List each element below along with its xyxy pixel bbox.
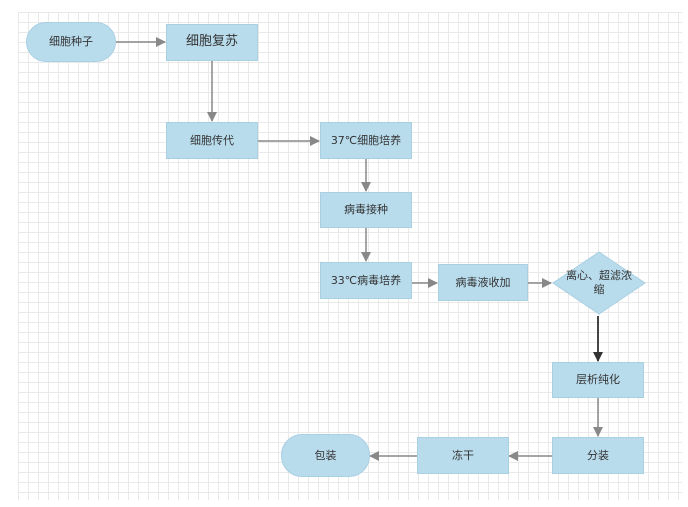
node-centrifuge-concentrate[interactable]: 离心、超滤浓缩 (552, 251, 646, 315)
node-packaging-label: 包装 (314, 448, 337, 462)
node-cell-seed-label: 细胞种子 (49, 35, 93, 49)
node-packaging[interactable]: 包装 (281, 434, 370, 477)
node-dispense-label: 分装 (587, 448, 609, 462)
node-freeze-dry[interactable]: 冻干 (417, 437, 509, 474)
node-virus-culture-33[interactable]: 33℃病毒培养 (320, 262, 412, 299)
node-virus-harvest[interactable]: 病毒液收加 (438, 264, 528, 301)
node-culture-37-label: 37℃细胞培养 (330, 133, 402, 147)
node-virus-inoculation-label: 病毒接种 (344, 203, 388, 217)
node-cell-seed[interactable]: 细胞种子 (26, 22, 116, 62)
node-virus-inoculation[interactable]: 病毒接种 (320, 192, 412, 228)
node-dispense[interactable]: 分装 (552, 437, 644, 474)
node-chromatography[interactable]: 层析纯化 (552, 362, 644, 398)
node-virus-harvest-label: 病毒液收加 (455, 275, 511, 289)
node-cell-passage-label: 细胞传代 (190, 133, 234, 147)
node-cell-passage[interactable]: 细胞传代 (166, 122, 258, 159)
decision-diamond-shape (552, 251, 646, 315)
node-cell-revival[interactable]: 细胞复苏 (166, 24, 258, 61)
diagram-canvas (18, 12, 682, 500)
node-cell-revival-label: 细胞复苏 (185, 34, 238, 50)
node-freeze-dry-label: 冻干 (452, 448, 474, 462)
node-chromatography-label: 层析纯化 (576, 373, 620, 387)
node-virus-culture-33-label: 33℃病毒培养 (330, 273, 402, 287)
node-centrifuge-concentrate-label: 离心、超滤浓缩 (566, 269, 632, 296)
node-culture-37[interactable]: 37℃细胞培养 (320, 122, 412, 159)
